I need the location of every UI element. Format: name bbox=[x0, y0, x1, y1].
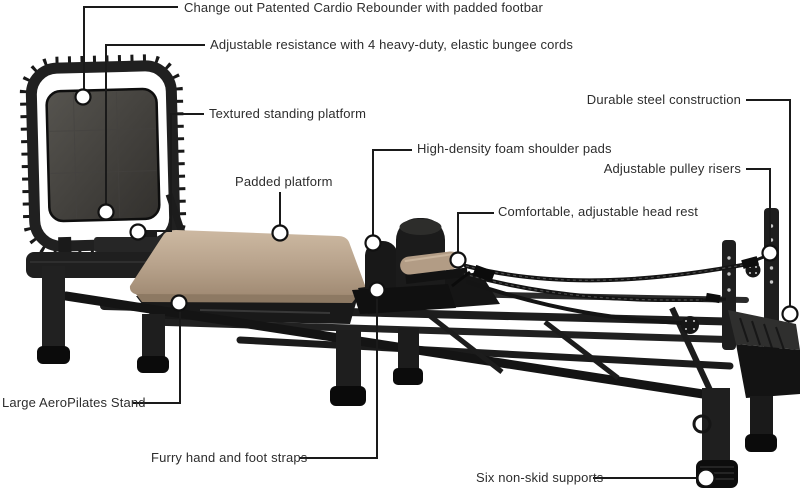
carriage-pad bbox=[129, 230, 367, 295]
non-skid-foot bbox=[745, 434, 777, 452]
support-leg bbox=[142, 314, 165, 362]
carriage-spring bbox=[199, 309, 331, 314]
head-rest-highlight bbox=[404, 253, 453, 262]
label-non-skid-supports: Six non-skid supports bbox=[476, 470, 604, 485]
label-padded-platform: Padded platform bbox=[235, 174, 333, 189]
pulley-riser-post bbox=[764, 208, 779, 352]
label-hand-foot-straps: Furry hand and foot straps bbox=[151, 450, 308, 465]
head-rest bbox=[400, 251, 460, 275]
leader-bungee-cords bbox=[105, 44, 205, 204]
cross-brace bbox=[428, 314, 504, 374]
support-leg bbox=[750, 396, 773, 438]
frame-rail bbox=[236, 336, 734, 370]
riser-hole bbox=[727, 288, 731, 292]
support-leg bbox=[398, 328, 419, 374]
leader-standing-platform bbox=[146, 113, 204, 232]
non-skid-foot bbox=[137, 356, 169, 373]
marker-bungee-cords bbox=[97, 203, 115, 221]
leader-aeropilates-stand bbox=[133, 311, 181, 404]
foot-platform-front bbox=[736, 344, 800, 398]
stand-rail bbox=[61, 291, 721, 401]
non-skid-foot bbox=[330, 386, 366, 406]
strap-knot bbox=[472, 264, 496, 283]
strap-tail bbox=[451, 270, 471, 288]
cord-clamp bbox=[741, 256, 760, 269]
carriage-pad-edge bbox=[136, 294, 358, 303]
label-cardio-rebounder: Change out Patented Cardio Rebounder wit… bbox=[184, 0, 543, 15]
marker-aeropilates-stand bbox=[170, 294, 188, 312]
rebounder-mesh bbox=[45, 87, 161, 223]
standing-platform-step bbox=[94, 237, 166, 252]
marker-head-rest bbox=[449, 251, 467, 269]
label-steel-construction: Durable steel construction bbox=[586, 92, 741, 107]
bungee-cord bbox=[466, 280, 684, 325]
label-head-rest: Comfortable, adjustable head rest bbox=[498, 204, 699, 219]
leader-steel-construction bbox=[746, 99, 791, 306]
leader-shoulder-pads bbox=[372, 149, 412, 235]
cord-clamp bbox=[705, 292, 721, 304]
marker-pulley-risers bbox=[761, 244, 779, 262]
cross-brace bbox=[543, 320, 620, 380]
leader-cardio-rebounder bbox=[83, 6, 178, 90]
label-bungee-cords: Adjustable resistance with 4 heavy-duty,… bbox=[210, 37, 573, 52]
label-pulley-risers: Adjustable pulley risers bbox=[603, 161, 741, 176]
label-shoulder-pads: High-density foam shoulder pads bbox=[417, 141, 612, 156]
marker-cardio-rebounder bbox=[74, 88, 92, 106]
marker-non-skid-supports bbox=[696, 468, 716, 488]
foot-platform-ribs bbox=[739, 317, 785, 351]
marker-padded-platform bbox=[271, 224, 289, 242]
leader-head-rest bbox=[457, 212, 494, 252]
non-skid-foot bbox=[393, 368, 423, 385]
riser-hole bbox=[727, 272, 731, 276]
bungee-cord-texture bbox=[463, 273, 703, 301]
riser-hole bbox=[769, 266, 774, 270]
label-aeropilates-stand: Large AeroPilates Stand bbox=[2, 395, 146, 410]
leader-pulley-risers bbox=[746, 168, 771, 245]
pulley-wheel bbox=[681, 316, 699, 334]
support-leg bbox=[702, 388, 730, 468]
support-leg bbox=[336, 330, 361, 392]
riser-hole bbox=[727, 256, 731, 260]
mesh-texture bbox=[49, 91, 157, 219]
bungee-cord-texture bbox=[465, 263, 749, 281]
shoulder-pad-top bbox=[399, 219, 442, 235]
bungee-cord bbox=[464, 262, 750, 283]
marker-hand-foot-straps bbox=[368, 281, 386, 299]
support-leg bbox=[42, 266, 65, 352]
head-rest-bracket bbox=[405, 267, 468, 285]
wire-loop bbox=[692, 414, 712, 434]
marker-standing-platform bbox=[129, 223, 147, 241]
leader-hand-foot-straps bbox=[300, 298, 378, 459]
marker-shoulder-pads bbox=[364, 234, 382, 252]
riser-hole bbox=[769, 280, 774, 284]
label-standing-platform: Textured standing platform bbox=[209, 106, 367, 121]
foot-platform-top bbox=[728, 310, 800, 350]
marker-steel-construction bbox=[781, 305, 799, 323]
non-skid-foot bbox=[37, 346, 70, 364]
